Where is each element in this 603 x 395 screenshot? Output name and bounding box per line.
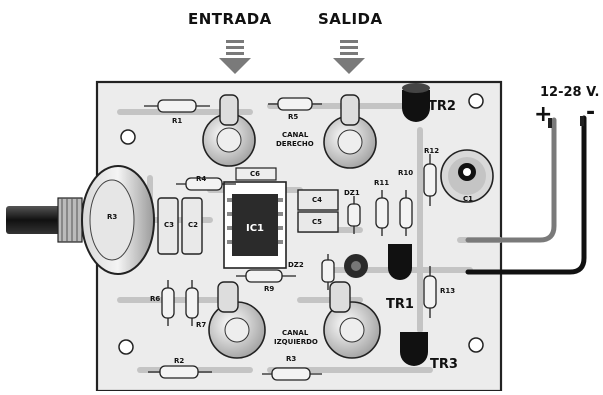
ic1-chip	[223, 181, 287, 269]
canal-top-sub-label: DERECHO	[276, 140, 314, 148]
capacitor-c2	[181, 197, 203, 255]
capacitor-c6	[235, 167, 277, 181]
dz1-label: DZ1	[344, 189, 360, 197]
plus-terminal-label: +	[534, 102, 553, 127]
r10-label: R10	[398, 169, 414, 177]
r1-label: R1	[172, 117, 183, 125]
r3-label: R3	[107, 213, 118, 221]
transistor-tr3	[400, 332, 428, 366]
c5-label: C5	[312, 218, 323, 226]
r11-label: R11	[374, 179, 390, 187]
dz2-label: DZ2	[288, 261, 304, 269]
input-label: ENTRADA	[188, 10, 272, 28]
tr1-label: TR1	[386, 297, 414, 312]
r3b-label: R3	[286, 355, 297, 363]
led-or-trim	[344, 254, 368, 278]
resistors	[144, 97, 437, 381]
capacitor-c1	[440, 149, 494, 203]
c4-label: C4	[312, 196, 323, 204]
transistor-tr2	[402, 83, 430, 122]
capacitor-c3	[157, 197, 179, 255]
output-label: SALIDA	[318, 10, 383, 28]
jack-output-left	[323, 281, 381, 359]
r4-label: R4	[196, 175, 207, 183]
potentiometer-r3	[6, 165, 155, 275]
jack-output-right	[323, 94, 377, 169]
r5-label: R5	[288, 113, 299, 121]
canal-bottom-label: CANAL	[282, 329, 309, 337]
r13-label: R13	[440, 287, 456, 295]
r2-label: R2	[174, 357, 185, 365]
jack-input-left	[208, 281, 266, 359]
transistor-tr1	[388, 244, 412, 280]
output-arrow	[333, 40, 365, 74]
supply-wires	[465, 115, 587, 275]
tr3-label: TR3	[430, 357, 458, 372]
mounting-holes	[118, 93, 484, 355]
c1-label: C1	[463, 195, 474, 203]
jack-input-right	[202, 94, 256, 167]
tr2-label: TR2	[428, 99, 456, 114]
canal-top-label: CANAL	[282, 131, 309, 139]
canal-bottom-sub-label: IZQUIERDO	[274, 338, 318, 346]
ic1-label: IC1	[246, 223, 265, 234]
input-arrow	[219, 40, 251, 74]
c2-label: C2	[188, 221, 199, 229]
supply-voltage-label: 12-28 V.	[540, 85, 600, 100]
r12-label: R12	[424, 147, 440, 155]
c6-label: C6	[250, 170, 261, 178]
r9-label: R9	[264, 285, 275, 293]
r7-label: R7	[196, 321, 207, 329]
r6-label: R6	[150, 295, 161, 303]
minus-terminal-label: -	[586, 100, 596, 125]
capacitor-c4	[297, 189, 339, 211]
c3-label: C3	[164, 221, 175, 229]
capacitor-c5	[297, 211, 339, 233]
